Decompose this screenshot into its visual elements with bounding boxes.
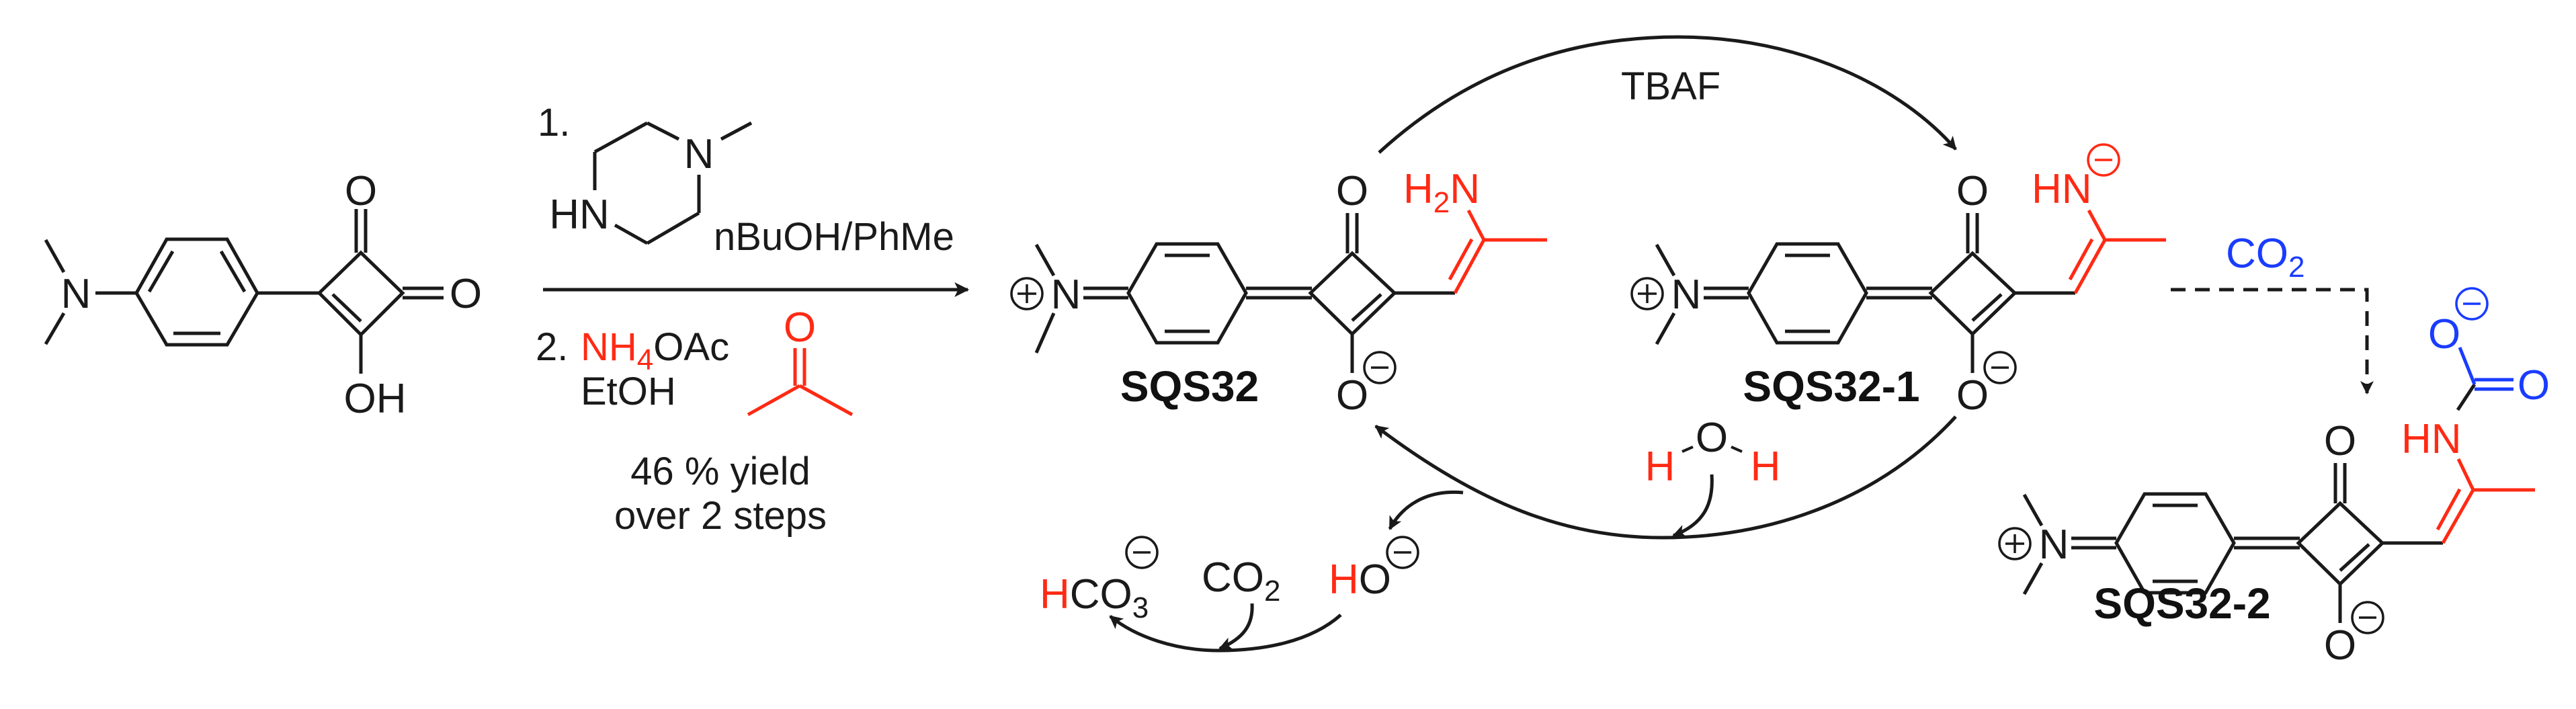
- minus-charge-icon: [1386, 536, 1419, 569]
- atom-o-minus: O: [1336, 372, 1368, 419]
- yield-steps-text: over 2 steps: [614, 494, 827, 538]
- nh4-subscript: 4: [637, 343, 653, 376]
- compound-sqs32: N O O H2N SQS32: [1010, 166, 1547, 419]
- return-arrow: [1374, 415, 1957, 540]
- plus-charge-icon: [1010, 277, 1044, 310]
- piperazine-structure: N HN: [549, 121, 753, 245]
- co2-blue: CO2: [2226, 231, 2304, 284]
- atom-o-top: O: [345, 168, 377, 214]
- nh4-text: NH: [581, 325, 637, 369]
- atom-n-plus: N: [1671, 272, 1702, 318]
- atom-oh: OH: [344, 376, 407, 422]
- amine-nh2: H2N: [1403, 166, 1480, 219]
- step2-reagent: NH4OAc: [581, 325, 729, 376]
- water-molecule: O H H: [1645, 415, 1781, 490]
- plus-charge-icon: [1630, 277, 1664, 310]
- compound-label-sqs32: SQS32: [1120, 362, 1259, 411]
- starting-material: N O O OH: [44, 168, 482, 422]
- tbaf-arrow: [1378, 35, 1957, 154]
- atom-n-plus: N: [1051, 272, 1081, 318]
- co2-capture-arrow: [2171, 288, 2374, 394]
- co2-black: CO2: [1202, 554, 1280, 608]
- atom-o-minus: O: [1956, 372, 1989, 419]
- carbamate-o-minus: O: [2428, 311, 2460, 358]
- water-h-left: H: [1645, 444, 1675, 490]
- compound-sqs32-1: N O O HN: [1630, 143, 2166, 419]
- yield-text: 46 % yield: [630, 450, 811, 493]
- step2-number: 2.: [536, 325, 568, 369]
- co2-arrow: [1218, 603, 1254, 651]
- step2-solvent: EtOH: [581, 370, 676, 413]
- bicarbonate-arrow: [1109, 614, 1342, 653]
- water-o: O: [1696, 415, 1728, 461]
- atom-n-plus: N: [2039, 522, 2069, 568]
- acetone-o: O: [784, 304, 816, 351]
- piperazine-n: N: [684, 131, 714, 177]
- atom-o-minus: O: [2324, 622, 2356, 669]
- step1-solvent: nBuOH/PhMe: [714, 215, 954, 259]
- tbaf-label: TBAF: [1621, 65, 1720, 108]
- amide-nh-minus: HN: [2032, 166, 2092, 212]
- atom-o-top: O: [1336, 168, 1368, 214]
- atom-o-top: O: [2324, 418, 2356, 464]
- minus-charge-icon: [1983, 351, 2017, 384]
- minus-charge-icon: [1363, 351, 1397, 384]
- carbamate-o-double: O: [2518, 362, 2550, 409]
- hydroxide: HO: [1329, 556, 1391, 603]
- atom-o-right: O: [450, 271, 482, 317]
- compound-label-sqs32-1: SQS32-1: [1743, 362, 1919, 411]
- plus-charge-icon: [1998, 527, 2032, 560]
- atom-o-top: O: [1956, 168, 1989, 214]
- piperazine-hn: HN: [549, 192, 610, 238]
- minus-charge-icon: [2455, 287, 2489, 321]
- reaction-conditions: 1. N HN nBuOH/PhMe 2. NH4OAc EtOH O 46 %…: [536, 101, 970, 538]
- bicarbonate: HCO3: [1040, 571, 1149, 624]
- water-arrow: [1672, 474, 1714, 538]
- oac-text: OAc: [653, 325, 729, 369]
- carbamate-nh: HN: [2401, 416, 2462, 462]
- minus-charge-icon: [2087, 143, 2120, 177]
- atom-n: N: [61, 271, 91, 317]
- hydroxide-arrow: [1388, 490, 1464, 530]
- compound-sqs32-2: N O O HN O O: [1998, 287, 2550, 669]
- minus-charge-icon: [1125, 536, 1159, 569]
- minus-charge-icon: [2351, 601, 2384, 634]
- acetone-structure: O: [747, 304, 854, 417]
- water-h-right: H: [1751, 444, 1781, 490]
- compound-label-sqs32-2: SQS32-2: [2093, 579, 2270, 628]
- step1-number: 1.: [538, 101, 570, 144]
